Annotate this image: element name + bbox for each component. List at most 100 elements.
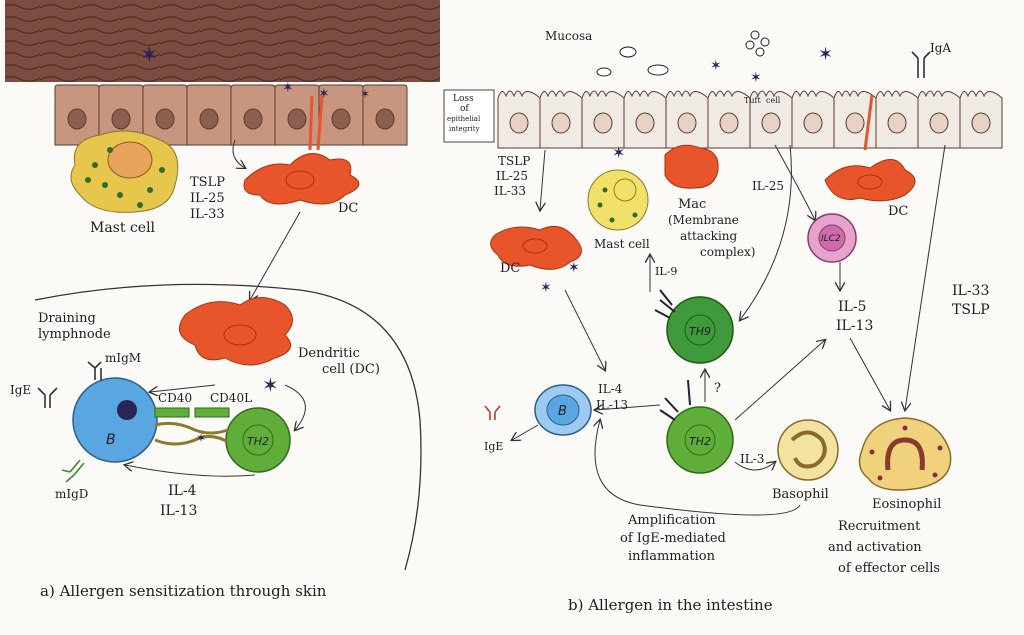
cell-nucleus <box>971 112 991 134</box>
cell-nucleus <box>111 108 131 130</box>
gut-tslp: TSLP <box>498 154 530 168</box>
th2-receptors <box>659 379 691 421</box>
mac-label-2: (Membrane <box>668 213 739 227</box>
svg-text:✶: ✶ <box>710 59 722 74</box>
amp-line-1: Amplification <box>627 513 716 528</box>
cd40l-bar <box>194 407 230 418</box>
arrow-th2-b-gut <box>595 405 661 410</box>
mucosa-label: Mucosa <box>545 29 592 43</box>
gut-ige-antibody <box>484 405 501 420</box>
gut-mast-cell <box>587 169 649 231</box>
loss-line-2: of <box>460 104 469 114</box>
mac-label-1: Mac <box>678 197 706 212</box>
node-il4: IL-4 <box>168 483 197 499</box>
amplification-loop <box>595 420 801 516</box>
gut-th2-cell <box>666 406 734 474</box>
intestine-epithelium <box>497 90 1003 149</box>
cell-nucleus <box>243 108 263 130</box>
skin-arrow-cytokines <box>232 139 245 168</box>
tuft-label-1: Tuft <box>744 96 761 105</box>
th9-cell <box>666 296 734 364</box>
th2-label-a: TH2 <box>247 435 269 448</box>
cell-nucleus <box>803 112 823 134</box>
skin-arrow-dc-node <box>250 211 301 300</box>
skin-il25: IL-25 <box>190 191 225 206</box>
loss-integrity-box <box>443 89 495 143</box>
il5-label: IL-5 <box>838 299 866 315</box>
svg-text:✶: ✶ <box>612 145 625 162</box>
question-label: ? <box>714 381 721 396</box>
arrow-il5-eos <box>849 337 890 410</box>
cell-nucleus <box>719 112 739 134</box>
cell-nucleus <box>509 112 529 134</box>
migd-receptor <box>61 459 85 483</box>
svg-text:✶: ✶ <box>360 87 370 101</box>
skin-mast-label: Mast cell <box>90 220 156 236</box>
arrow-tuft-th9 <box>740 144 792 320</box>
gut-dc-right-label: DC <box>888 204 908 219</box>
cell-nucleus <box>845 112 865 134</box>
node-il13: IL-13 <box>160 503 197 519</box>
cell-nucleus <box>761 112 781 134</box>
skin-epithelium <box>54 84 408 146</box>
gut-dc-left-label: DC <box>500 261 520 276</box>
caption-b: b) Allergen in the intestine <box>568 596 773 614</box>
gut-dc-allergen-1: ✶ <box>568 261 580 276</box>
recruit-line-1: Recruitment <box>838 519 921 534</box>
arrow-dc-th2 <box>284 384 306 430</box>
gut-il4: IL-4 <box>598 382 623 396</box>
ige-free-a <box>37 387 58 408</box>
b-cell-label: B <box>106 432 116 448</box>
skin-il33: IL-33 <box>190 207 225 222</box>
skin-allergens: ✶ ✶ ✶ ✶ <box>140 42 370 102</box>
gut-mast-label: Mast cell <box>594 237 650 251</box>
cell-nucleus <box>635 112 655 134</box>
skin-mast-cell <box>70 130 179 213</box>
ilc2-label: ILC2 <box>821 234 841 244</box>
iga-antibody <box>911 51 931 78</box>
cell-nucleus <box>287 108 307 130</box>
svg-text:✶: ✶ <box>318 87 330 102</box>
arrow-tuft-ilc2 <box>774 144 815 220</box>
cell-nucleus <box>199 108 219 130</box>
cell-nucleus <box>929 112 949 134</box>
node-dendritic-cell <box>178 297 293 366</box>
eosinophil-cell <box>858 417 952 491</box>
node-allergen: ✶ <box>262 375 279 397</box>
arrow-dc-th2b <box>564 289 605 370</box>
bt-synapse <box>154 421 229 446</box>
node-label-1: Draining <box>38 311 96 326</box>
skin-tissue <box>5 0 440 82</box>
recruit-line-2: and activation <box>828 540 922 555</box>
node-b-cell <box>72 377 158 463</box>
gut-il25: IL-25 <box>496 169 528 183</box>
cell-nucleus <box>551 112 571 134</box>
gut-il33: IL-33 <box>494 184 526 198</box>
amp-line-3: inflammation <box>628 549 716 564</box>
basophil-cell <box>777 419 839 481</box>
synapse-allergen: ✶ <box>196 431 206 445</box>
node-label-2: lymphnode <box>38 327 111 342</box>
cd40l-label: CD40L <box>210 391 252 405</box>
recruit-line-3: of effector cells <box>838 561 940 576</box>
gut-dc-left <box>490 225 582 270</box>
tslp-right: TSLP <box>952 302 990 318</box>
tuft-label-2: cell <box>766 96 781 105</box>
skin-dc-label: DC <box>338 201 358 216</box>
gut-il25-right: IL-25 <box>752 179 784 193</box>
cd40-bar <box>154 407 190 418</box>
loss-line-1: Loss <box>453 94 474 104</box>
gut-dc-allergen-2: ✶ <box>540 281 552 296</box>
skin-tslp: TSLP <box>190 175 225 190</box>
th9-receptors <box>654 289 676 319</box>
lymph-node-outline <box>34 283 422 571</box>
migd-label: mIgD <box>55 487 88 501</box>
loss-line-4: integrity <box>449 125 480 133</box>
gut-dc-right <box>824 94 916 202</box>
arrow-th2-b <box>125 465 256 477</box>
b-cell-antigen <box>117 400 137 420</box>
mucosal-allergens: ✶ ✶ ✶ ✶ <box>612 44 833 162</box>
il13-label-right: IL-13 <box>836 318 873 334</box>
